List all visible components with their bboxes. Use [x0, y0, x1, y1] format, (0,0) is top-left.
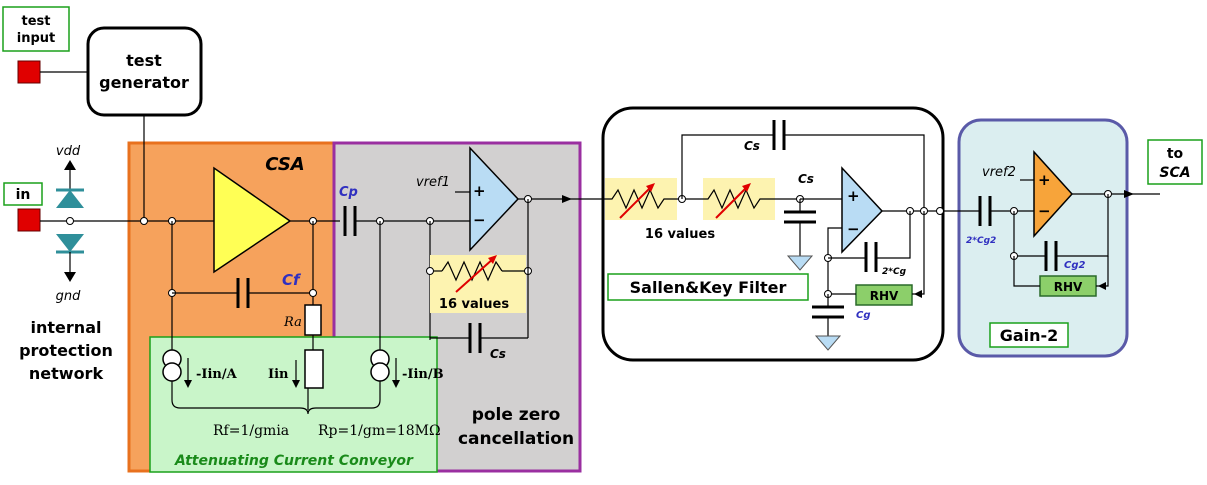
in-label: in [16, 187, 31, 203]
sk-amp-minus: − [847, 220, 860, 238]
cf-label: Cf [282, 271, 302, 289]
gnd-label: gnd [56, 289, 81, 304]
gain-block [957, 118, 1129, 358]
protection-label-2: protection [19, 341, 113, 360]
gnd-arrow [64, 272, 76, 282]
pz-title-2: cancellation [458, 429, 574, 449]
gain-amp-minus: − [1038, 202, 1051, 220]
gain-title: Gain-2 [1000, 326, 1059, 345]
pz-values-label: 16 values [439, 297, 509, 312]
rf-label: Rf=1/gmia [213, 423, 289, 439]
pz-title-1: pole zero [472, 405, 561, 425]
test-generator-label-1: test [126, 51, 162, 70]
vdd-arrow [64, 160, 76, 170]
in-label-box [3, 182, 43, 206]
gain-rhv-label: RHV [1054, 280, 1083, 294]
gain-amplifier [1033, 150, 1074, 238]
i-b-label: -Iin/B [402, 367, 444, 382]
gain-title-box [989, 322, 1069, 348]
test-generator-label-2: generator [99, 73, 189, 92]
current-source-a-bottom [162, 362, 182, 382]
current-conveyor-block [149, 336, 438, 473]
i-in-label: Iin [268, 367, 289, 382]
rp-resistor [304, 349, 324, 389]
current-source-b-bottom [370, 362, 390, 382]
sk-ground-1 [786, 255, 814, 271]
to-sca-label-1: to [1167, 146, 1184, 162]
rp-label: Rp=1/gm=18MΩ [318, 423, 441, 439]
test-input-label-box [2, 6, 70, 52]
test-input-label-1: test [22, 14, 51, 29]
sk-rhv-box [855, 284, 913, 306]
vref1-label: vref1 [416, 175, 450, 190]
to-sca-box [1147, 139, 1203, 185]
sk-rhv-label: RHV [870, 289, 899, 303]
csa-title: CSA [265, 154, 304, 175]
sk-cg-label: Cg [856, 310, 871, 321]
to-sca-label-2: SCA [1159, 165, 1190, 181]
sk-cs-top-label: Cs [744, 139, 760, 153]
sk-2cg-label: 2*Cg [882, 267, 907, 277]
pz-variable-resistor [441, 260, 503, 282]
gain-amp-plus: + [1038, 171, 1051, 189]
sk-title-box [607, 273, 809, 301]
sk-title: Sallen&Key Filter [630, 278, 787, 297]
pz-amp-minus: − [473, 211, 486, 229]
test-input-label-2: input [17, 31, 56, 46]
pz-amplifier [469, 146, 520, 252]
vdd-label: vdd [56, 144, 81, 159]
cp-label: Cp [339, 185, 358, 200]
vref2-label: vref2 [982, 165, 1016, 180]
pz-amp-plus: + [473, 182, 486, 200]
sk-cs-mid-label: Cs [798, 172, 814, 186]
acc-label: Attenuating Current Conveyor [174, 453, 414, 469]
sk-values-label: 16 values [645, 227, 715, 242]
test-generator-box [86, 26, 203, 117]
in-pad[interactable] [17, 208, 41, 232]
ra-label: Ra [283, 315, 302, 330]
sk-ground-2 [814, 335, 842, 351]
pz-cs-label: Cs [490, 347, 506, 361]
csa-amplifier [213, 166, 292, 274]
protection-label-3: network [29, 364, 104, 383]
protection-label-1: internal [31, 318, 102, 337]
sk-amp-plus: + [847, 187, 860, 205]
gain-2cg2-label: 2*Cg2 [966, 236, 996, 246]
sk-amplifier [841, 166, 884, 254]
ra-resistor [304, 304, 322, 336]
upper-diode [56, 190, 84, 208]
test-input-pad[interactable] [17, 60, 41, 84]
gain-cg2-label: Cg2 [1064, 260, 1085, 271]
lower-diode [56, 234, 84, 252]
i-a-label: -Iin/A [196, 367, 238, 382]
